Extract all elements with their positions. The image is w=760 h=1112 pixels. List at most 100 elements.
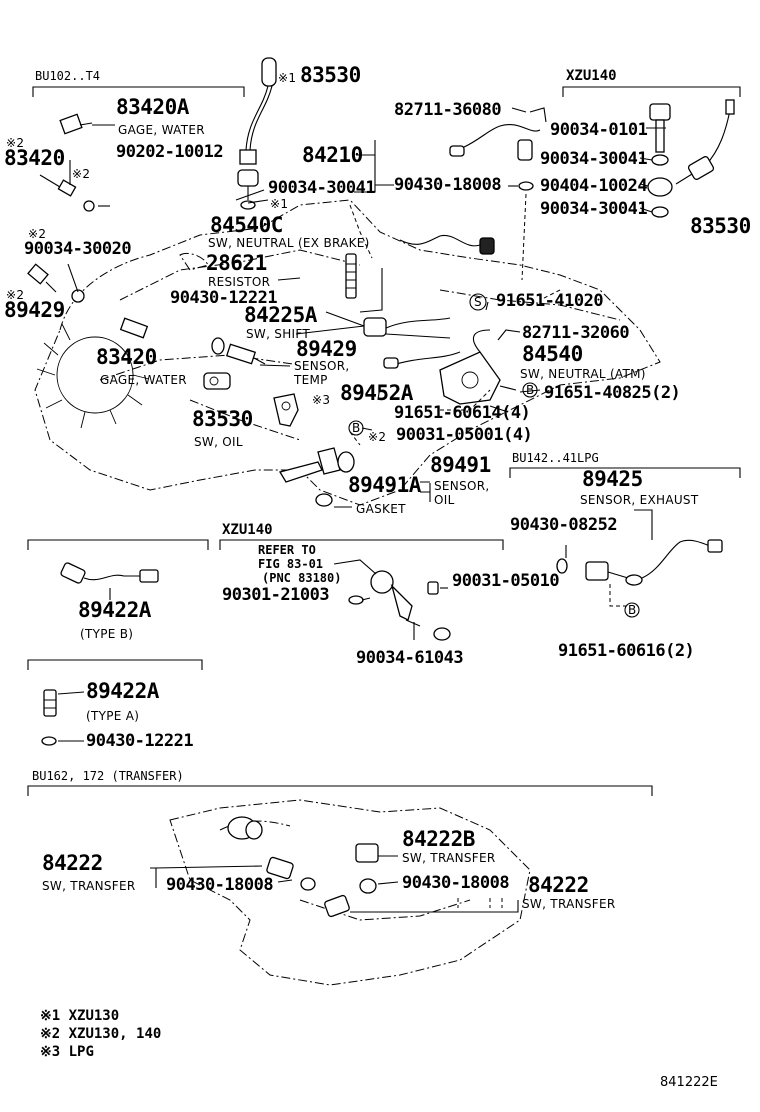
oil-sensor-89491a bbox=[278, 447, 355, 507]
group-brackets bbox=[27, 86, 741, 796]
sensor-84210 bbox=[449, 107, 547, 191]
label-sensor-temp-1: SENSOR, bbox=[294, 359, 350, 373]
sensor-83530-right bbox=[647, 99, 735, 218]
gasket-90430-12221-mid bbox=[211, 337, 225, 355]
label-sw-shift: SW, SHIFT bbox=[246, 327, 310, 341]
sender-83420-mid bbox=[119, 317, 149, 339]
mark-2-d: ※2 bbox=[6, 288, 24, 302]
label-91651-60616: 91651-60616(2) bbox=[558, 641, 694, 661]
label-sw-oil: SW, OIL bbox=[194, 435, 243, 449]
mark-2-b: ※2 bbox=[72, 167, 90, 181]
label-90034-30020: 90034-30020 bbox=[24, 239, 131, 259]
sensor-temp bbox=[225, 343, 266, 365]
neutral-switch-84540 bbox=[439, 329, 541, 405]
label-91651-40825: 91651-40825(2) bbox=[544, 383, 680, 403]
label-83420a: 83420A bbox=[116, 95, 190, 119]
label-90301-21003: 90301-21003 bbox=[222, 585, 329, 605]
label-89452a: 89452A bbox=[340, 381, 414, 405]
label-90430-18008-right: 90430-18008 bbox=[402, 873, 509, 893]
group-label-xzu140-top: XZU140 bbox=[566, 68, 617, 84]
marker-b-3: B bbox=[628, 603, 637, 617]
lpg-sensor bbox=[273, 393, 299, 427]
label-90031-05010: 90031-05010 bbox=[452, 571, 559, 591]
label-89422a-type-b: 89422A bbox=[78, 598, 152, 622]
label-sensor-oil-2: OIL bbox=[434, 493, 455, 507]
label-89429-left: 89429 bbox=[4, 298, 65, 322]
sensor-type-b bbox=[60, 562, 159, 600]
shift-switch-84225a bbox=[363, 317, 451, 339]
label-84222b: 84222B bbox=[402, 827, 475, 851]
group-label-transfer: BU162, 172 (TRANSFER) bbox=[32, 769, 184, 783]
label-83530-top: 83530 bbox=[300, 63, 361, 87]
label-type-b: (TYPE B) bbox=[80, 627, 133, 641]
label-sensor-oil-1: SENSOR, bbox=[434, 479, 490, 493]
label-sensor-exhaust: SENSOR, EXHAUST bbox=[580, 493, 699, 507]
marker-b-2: B bbox=[352, 421, 361, 435]
label-82711-32060: 82711-32060 bbox=[522, 323, 629, 343]
mark-2-e: ※2 bbox=[368, 430, 386, 444]
engine-outline bbox=[34, 199, 661, 506]
label-84210: 84210 bbox=[302, 143, 363, 167]
label-84540: 84540 bbox=[522, 342, 583, 366]
exhaust-sensor-89425 bbox=[556, 509, 723, 607]
transfer-outline bbox=[169, 799, 531, 986]
sender-83420a bbox=[59, 113, 93, 135]
label-90034-61043: 90034-61043 bbox=[356, 648, 463, 668]
label-91651-60614: 91651-60614(4) bbox=[394, 403, 530, 423]
label-84225a: 84225A bbox=[244, 303, 318, 327]
label-89491a: 89491A bbox=[348, 473, 422, 497]
refer-line-1: REFER TO bbox=[258, 543, 316, 557]
mark-2-c: ※2 bbox=[28, 227, 46, 241]
group-label-bu102: BU102..T4 bbox=[35, 69, 100, 83]
label-90430-08252: 90430-08252 bbox=[510, 515, 617, 535]
mark-1-b: ※1 bbox=[270, 197, 288, 211]
sensor-89429-left bbox=[27, 263, 85, 303]
sensor-89429-mid bbox=[383, 351, 461, 369]
label-gage-water-mid: GAGE, WATER bbox=[100, 373, 187, 387]
label-90031-05001: 90031-05001(4) bbox=[396, 425, 532, 445]
label-gasket: GASKET bbox=[356, 502, 406, 516]
label-90430-18008-left: 90430-18008 bbox=[166, 875, 273, 895]
label-90202-10012: 90202-10012 bbox=[116, 142, 223, 162]
label-90034-30041-a: 90034-30041 bbox=[268, 178, 375, 198]
sensor-xzu140-mid bbox=[333, 559, 451, 641]
label-28621: 28621 bbox=[206, 251, 267, 275]
label-resistor: RESISTOR bbox=[208, 275, 270, 289]
leader-lines-top bbox=[67, 107, 666, 508]
label-sw-neutral-ex: SW, NEUTRAL (EX BRAKE) bbox=[208, 236, 370, 250]
label-83530-mid: 83530 bbox=[192, 407, 253, 431]
label-89429-mid: 89429 bbox=[296, 337, 357, 361]
label-84222-left: 84222 bbox=[42, 851, 103, 875]
transfer-switches bbox=[150, 843, 519, 918]
label-90034-30041-b: 90034-30041 bbox=[540, 149, 647, 169]
circle-markers bbox=[348, 293, 640, 618]
marker-b-1: B bbox=[526, 383, 535, 397]
label-90430-12221-low: 90430-12221 bbox=[86, 731, 193, 751]
label-90404-10024: 90404-10024 bbox=[540, 176, 647, 196]
label-89491: 89491 bbox=[430, 453, 491, 477]
oil-switch-83530 bbox=[203, 372, 231, 390]
label-84222-right: 84222 bbox=[528, 873, 589, 897]
label-84540c: 84540C bbox=[210, 213, 283, 237]
mark-1-a: ※1 bbox=[278, 71, 296, 85]
refer-line-3: (PNC 83180) bbox=[262, 571, 341, 585]
label-90430-18008-top: 90430-18008 bbox=[394, 175, 501, 195]
marker-s: S bbox=[474, 295, 482, 309]
label-82711-36080: 82711-36080 bbox=[394, 100, 501, 120]
sensor-type-a bbox=[41, 689, 85, 746]
mark-3-a: ※3 bbox=[312, 393, 330, 407]
label-89425: 89425 bbox=[582, 467, 643, 491]
label-90034-30041-c: 90034-30041 bbox=[540, 199, 647, 219]
label-sensor-temp-2: TEMP bbox=[293, 373, 328, 387]
label-sw-transfer-mid: SW, TRANSFER bbox=[402, 851, 496, 865]
label-90034-0101: 90034-0101 bbox=[550, 120, 648, 140]
cable-83530-top bbox=[237, 57, 277, 210]
label-91651-41020: 91651-41020 bbox=[496, 291, 603, 311]
mark-2-a: ※2 bbox=[6, 136, 24, 150]
footnote-2: ※2 XZU130, 140 bbox=[40, 1026, 161, 1042]
label-sw-neutral-atm: SW, NEUTRAL (ATM) bbox=[520, 367, 646, 381]
label-gage-water-top: GAGE, WATER bbox=[118, 123, 205, 137]
label-83420-left: 83420 bbox=[4, 146, 65, 170]
footnote-3: ※3 LPG bbox=[40, 1044, 94, 1060]
